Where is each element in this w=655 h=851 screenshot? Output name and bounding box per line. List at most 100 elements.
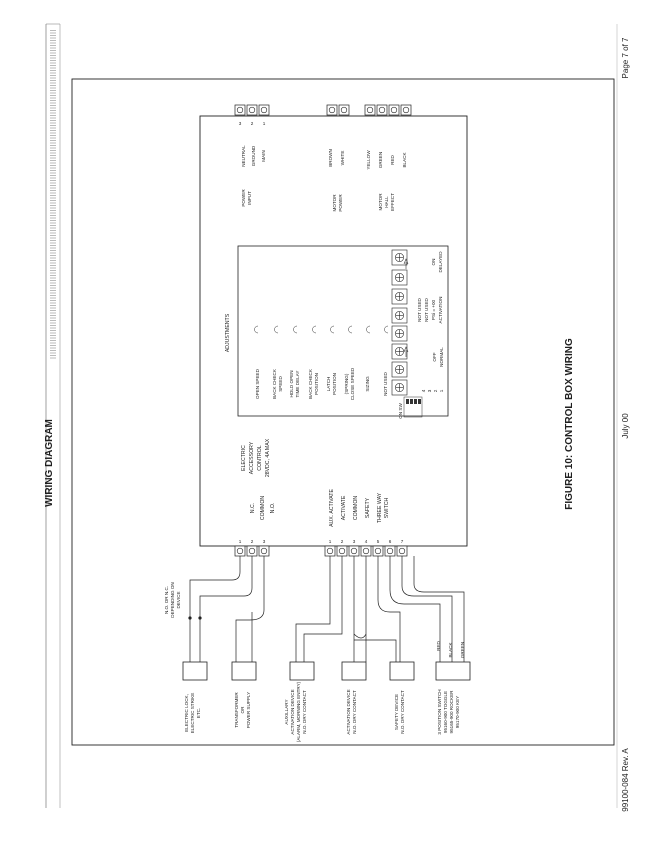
switch-label: 95160-900 TOGGLE xyxy=(443,691,448,733)
terminal-input xyxy=(336,545,348,557)
potentiometer-group xyxy=(391,249,408,396)
adjustment-label: SIZING xyxy=(365,376,370,392)
activation-device-box xyxy=(341,661,367,681)
terminal-power xyxy=(234,104,246,116)
terminal-power-screw xyxy=(260,106,268,114)
terminal-input xyxy=(348,545,360,557)
motor-power-label: BROWN xyxy=(328,149,333,167)
adjustment-label: POSITION xyxy=(314,373,319,395)
terminal-power-screw xyxy=(248,106,256,114)
safety-label: SAFETY DEVICE xyxy=(394,694,399,730)
potentiometer-dial xyxy=(394,382,404,392)
adjustment-label: CLOSE SPEED xyxy=(350,367,355,400)
transformer-label: TRANSFORMER xyxy=(234,692,239,728)
power-terminal-number: 3 xyxy=(239,121,242,126)
input-label: THREE WAY xyxy=(377,492,383,523)
terminal-motor-power xyxy=(326,104,338,116)
terminal-input xyxy=(396,545,408,557)
terminal-input-screw xyxy=(362,547,370,555)
relay-label-no: N.O. xyxy=(270,503,276,514)
electric-lock-label: ELECTRIC LOCK, xyxy=(184,694,189,732)
terminal-number: 7 xyxy=(401,539,404,544)
terminal-number: 1 xyxy=(239,539,242,544)
power-input-title: INPUT xyxy=(247,191,252,205)
knob-symbol xyxy=(312,325,317,334)
terminal-number: 3 xyxy=(263,539,266,544)
dip-not-used: NOT USED xyxy=(424,297,429,321)
terminal-motor-hall-screw xyxy=(378,106,386,114)
relay-desc-line: 28VDC, 4A MAX xyxy=(265,438,271,477)
dip-normal-label: NORMAL xyxy=(439,347,444,367)
input-label: SAFETY xyxy=(365,497,371,518)
terminal-motor-hall-screw xyxy=(402,106,410,114)
activation-label: N.O. DRY CONTACT xyxy=(352,690,357,734)
adjustment-label: BACK CHECK xyxy=(272,368,277,399)
auxiliary-label: (ALARM, MORNING ENTRY) xyxy=(296,681,301,742)
wire-color-red: RED xyxy=(436,640,441,650)
no-nc-note: DEVICE xyxy=(176,591,181,608)
device-boxes xyxy=(182,661,471,681)
input-label: SWITCH xyxy=(384,498,390,519)
terminal-number: 2 xyxy=(341,539,344,544)
knob-symbol xyxy=(384,325,389,334)
motor-power-title: POWER xyxy=(338,194,343,212)
terminal-number: 3 xyxy=(353,539,356,544)
adjustments-panel xyxy=(237,245,449,417)
terminal-relay-screw xyxy=(236,547,244,555)
adjustment-label: (SPRING) xyxy=(344,373,349,394)
terminal-motor-hall-screw xyxy=(366,106,374,114)
motor-hall-label: RED xyxy=(390,154,395,164)
motor-hall-title: EFFECT xyxy=(390,193,395,211)
adjustment-label: OPEN SPEED xyxy=(255,368,260,399)
adjustments-title: ADJUSTMENTS xyxy=(225,313,231,352)
terminal-input xyxy=(384,545,396,557)
relay-desc-line: ELECTRIC xyxy=(241,445,247,471)
electric-lock-box xyxy=(182,661,208,681)
motor-power-title: MOTOR xyxy=(332,194,337,212)
potentiometer-dial xyxy=(394,253,404,263)
input-label: COMMON xyxy=(353,496,359,520)
doc-date: July 00 xyxy=(621,413,630,439)
dip-off-label: OFF xyxy=(432,352,437,361)
adjustment-label: HOLD OPEN xyxy=(289,370,294,397)
terminal-input-screw xyxy=(374,547,382,555)
safety-label: N.O. DRY CONTACT xyxy=(400,690,405,734)
adjustment-label: LATCH xyxy=(326,377,331,392)
dip-activation: ACTIVATION xyxy=(438,297,443,324)
adjustment-row: NOT USED xyxy=(383,371,388,395)
terminal-number: 1 xyxy=(329,539,332,544)
terminal-input-screw xyxy=(326,547,334,555)
terminal-input-screw xyxy=(338,547,346,555)
figure-caption: FIGURE 10: CONTROL BOX WIRING xyxy=(564,338,575,510)
potentiometer-dial xyxy=(394,310,404,320)
dip-psi: PSi = +00 xyxy=(431,299,436,320)
device-labels: N.O. OR N.C. DEPENDING ON DEVICE ELECTRI… xyxy=(164,582,465,742)
dip-switch[interactable]: ON SW 4 3 2 1 OFF NORMAL NOT USED NOT US… xyxy=(398,251,444,419)
terminal-motor-power-screw xyxy=(328,106,336,114)
terminal-number: 6 xyxy=(389,539,392,544)
knob-symbol xyxy=(348,325,353,334)
terminal-relay-screw xyxy=(248,547,256,555)
terminal-motor-hall xyxy=(376,104,388,116)
terminal-input xyxy=(360,545,372,557)
wire-color-black: BLACK xyxy=(448,642,453,658)
control-box xyxy=(199,115,468,547)
transformer-box xyxy=(231,661,257,681)
dip-number: 4 xyxy=(421,389,426,392)
knob-symbol xyxy=(330,325,335,334)
dip-number: 3 xyxy=(427,389,432,392)
power-terminal-number: 1 xyxy=(263,121,266,126)
potentiometer-dial xyxy=(394,272,404,282)
terminal-number: 5 xyxy=(377,539,380,544)
relay-label-group: N.C. COMMON N.O. ELECTRIC ACCESSORY CONT… xyxy=(241,438,276,520)
motor-hall-labels: MOTOR HALL EFFECT YELLOW GREEN RED BLACK xyxy=(366,150,407,211)
dip-label: ON SW xyxy=(398,403,403,419)
terminal-motor-hall xyxy=(388,104,400,116)
no-nc-note: DEPENDING ON xyxy=(170,582,175,617)
terminal-power-screw xyxy=(236,106,244,114)
terminal-relay-screw xyxy=(260,547,268,555)
power-input-labels: POWER INPUT NEUTRAL GROUND MAIN 3 2 1 xyxy=(239,121,266,207)
motor-hall-title: MOTOR xyxy=(378,193,383,211)
terminal-motor-power xyxy=(338,104,350,116)
knob-symbol xyxy=(254,325,259,334)
